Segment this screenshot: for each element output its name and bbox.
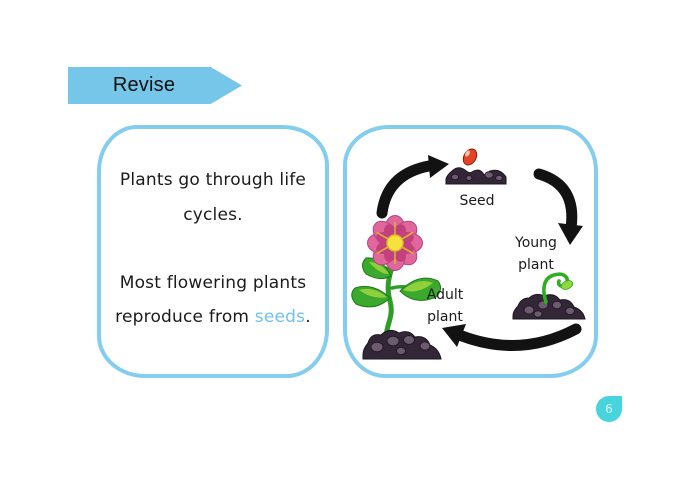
seed-soil-rocks (451, 171, 503, 182)
paragraph-life-cycles: Plants go through life cycles. (119, 170, 307, 225)
paragraph-reproduce-before: Most flowering plants reproduce from (115, 273, 307, 327)
arrow-young-to-adult-icon (456, 323, 582, 351)
paragraph-reproduce-after: . (305, 307, 311, 327)
page-number-badge: 6 (596, 396, 622, 422)
young-plant-soil (512, 293, 586, 320)
seed-icon (462, 148, 478, 166)
adult-plant-illustration (351, 215, 442, 360)
text-card: Plants go through life cycles. Most flow… (97, 125, 329, 378)
seed-label: Seed (459, 193, 495, 209)
cycle-arrows (376, 155, 583, 351)
arrow-adult-to-seed-head-icon (428, 155, 449, 178)
sprout-leaf (560, 280, 574, 290)
life-cycle-diagram-card: Seed Young plant Adult plant (343, 125, 598, 378)
seeds-highlight: seeds (254, 307, 306, 327)
seed-highlight (465, 150, 470, 157)
young-plant-illustration (512, 272, 586, 320)
revise-banner-label: Revise (112, 74, 176, 96)
life-cycle-diagram (351, 148, 586, 360)
paragraph-reproduce: Most flowering plants reproduce from see… (106, 266, 320, 334)
arrow-seed-to-young-head-icon (558, 223, 583, 245)
young-plant-rocks (523, 300, 575, 318)
flower-rays (376, 222, 414, 264)
arrow-adult-to-seed-icon (376, 160, 435, 219)
page-number: 6 (605, 402, 613, 416)
young-plant-label: Young plant (515, 235, 557, 273)
flower-center (386, 234, 404, 252)
adult-plant-label: Adult plant (426, 287, 464, 325)
adult-plant-leaf-highlights (359, 262, 433, 298)
sprout-stem (542, 272, 570, 304)
adult-plant-rocks (370, 335, 431, 355)
arrow-seed-to-young-icon (533, 168, 578, 234)
revise-banner: Revise (68, 67, 242, 104)
seed-illustration (445, 148, 507, 185)
arrow-young-to-adult-head-icon (442, 324, 466, 347)
